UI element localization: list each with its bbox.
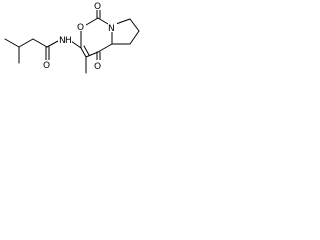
svg-text:N: N <box>59 36 66 46</box>
chemical-structure-diagram: O N H O O N O <box>4 0 140 74</box>
atom-label-ring-oxygen: O <box>77 21 86 33</box>
svg-text:O: O <box>94 2 101 12</box>
bond-o2-to-c1 <box>85 17 99 26</box>
bond-c3-c4-a <box>80 47 87 58</box>
bond-c1-to-n9 <box>97 17 109 25</box>
atom-label-ring-nitrogen: N <box>108 22 117 34</box>
svg-text:H: H <box>65 36 72 46</box>
atom-label-amide-oxygen: O <box>42 60 51 71</box>
bond-ch2-to-carbonyl <box>32 38 48 48</box>
bond-c8-to-c7 <box>129 18 140 32</box>
atom-label-ketone-oxygen: O <box>94 60 103 72</box>
bond-c7-to-c6 <box>129 30 140 45</box>
svg-text:O: O <box>94 62 101 72</box>
svg-text:O: O <box>77 23 84 33</box>
svg-text:O: O <box>43 61 50 71</box>
atom-label-carbamate-oxygen: O <box>94 0 103 12</box>
bond-methyl-branch-upper <box>4 38 20 48</box>
bond-nh-to-ring <box>70 40 82 49</box>
bond-n9-to-c8 <box>115 18 131 25</box>
svg-text:N: N <box>108 24 115 34</box>
atom-label-amide-nitrogen: N H <box>58 34 72 46</box>
bond-isopropyl-to-ch2 <box>18 38 34 48</box>
bond-c3-c4-b <box>83 45 90 56</box>
bond-carbonyl-to-nh <box>46 40 59 48</box>
bond-c5-to-c4 <box>85 51 99 58</box>
bond-c9a-to-c5 <box>97 43 113 53</box>
